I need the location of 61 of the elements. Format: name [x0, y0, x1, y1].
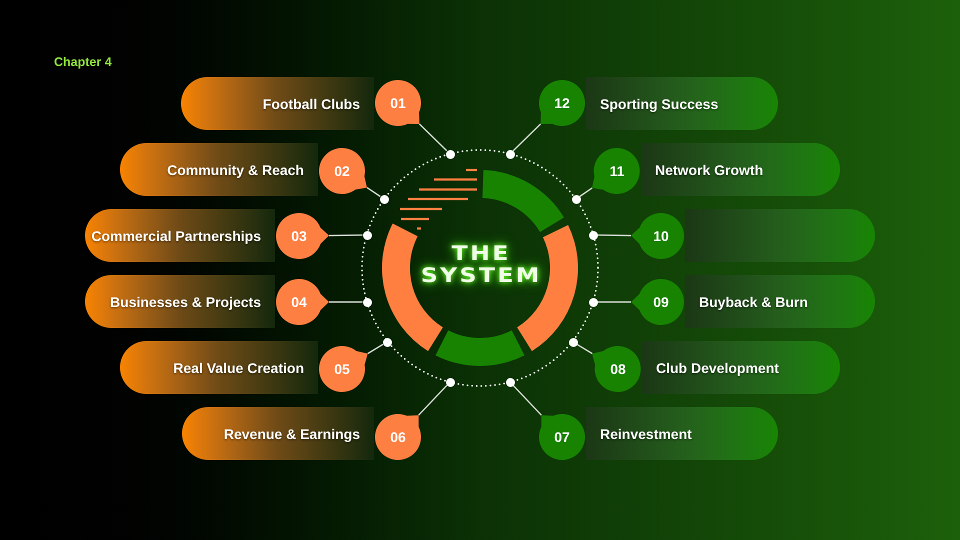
label-pill — [120, 341, 318, 394]
step-number: 01 — [390, 95, 406, 111]
label-pill — [685, 209, 875, 262]
pill-label: Real Value Creation — [173, 358, 304, 376]
speech-bubble — [539, 80, 585, 126]
pill-label: Revenue & Earnings — [224, 424, 360, 442]
leader-line — [367, 344, 384, 354]
step-number: 10 — [653, 228, 669, 244]
speech-bubble — [375, 80, 421, 126]
leader-line — [598, 234, 631, 236]
label-pill — [85, 209, 275, 262]
step-number: 03 — [291, 228, 307, 244]
leader-line — [329, 234, 362, 236]
leader-line — [418, 384, 448, 416]
center-title: THE SYSTEM — [420, 242, 543, 286]
leader-line — [418, 124, 448, 152]
label-pill — [120, 143, 318, 196]
step-number: 06 — [390, 429, 406, 445]
step-number: 09 — [653, 294, 669, 310]
step-number: 07 — [554, 429, 570, 445]
label-pill — [181, 77, 374, 130]
leader-line — [579, 187, 593, 198]
step-number: 02 — [334, 163, 350, 179]
pill-label: Businesses & Projects — [110, 292, 261, 310]
label-pill — [685, 275, 875, 328]
leader-line — [598, 301, 631, 303]
pill-label: Sporting Success — [600, 94, 718, 112]
leader-line — [329, 301, 362, 303]
pill-label: Network Growth — [655, 160, 764, 178]
pill-label: Commercial Partnerships — [91, 226, 261, 244]
speech-bubble — [539, 414, 585, 460]
pill-label: Football Clubs — [262, 94, 360, 112]
label-pill — [586, 77, 778, 130]
pill-label: Club Development — [656, 358, 779, 376]
leader-line — [512, 384, 542, 416]
speech-bubble — [592, 148, 640, 194]
step-number: 04 — [291, 294, 307, 310]
speech-bubble — [631, 279, 684, 325]
label-pill — [182, 407, 374, 460]
pill-label: Reinvestment — [600, 424, 692, 442]
speech-bubble — [375, 414, 421, 460]
speech-bubble — [319, 346, 368, 392]
chapter-label: Chapter 4 — [54, 54, 112, 70]
speech-bubble — [276, 279, 329, 325]
label-pill — [586, 407, 778, 460]
speech-bubble — [319, 148, 367, 194]
pill-label: Buyback & Burn — [699, 292, 808, 310]
leader-line — [576, 344, 593, 354]
label-pill — [641, 143, 840, 196]
leader-line — [512, 124, 542, 152]
label-pill — [642, 341, 840, 394]
step-number: 12 — [554, 95, 570, 111]
leader-line — [366, 187, 381, 198]
speech-bubble — [631, 213, 684, 259]
step-number: 11 — [610, 163, 624, 179]
label-pill — [85, 275, 275, 328]
speech-bubble — [276, 213, 329, 259]
speech-bubble — [592, 346, 641, 392]
step-number: 05 — [334, 361, 350, 377]
step-number: 08 — [610, 361, 626, 377]
pill-label: Community & Reach — [167, 160, 304, 178]
